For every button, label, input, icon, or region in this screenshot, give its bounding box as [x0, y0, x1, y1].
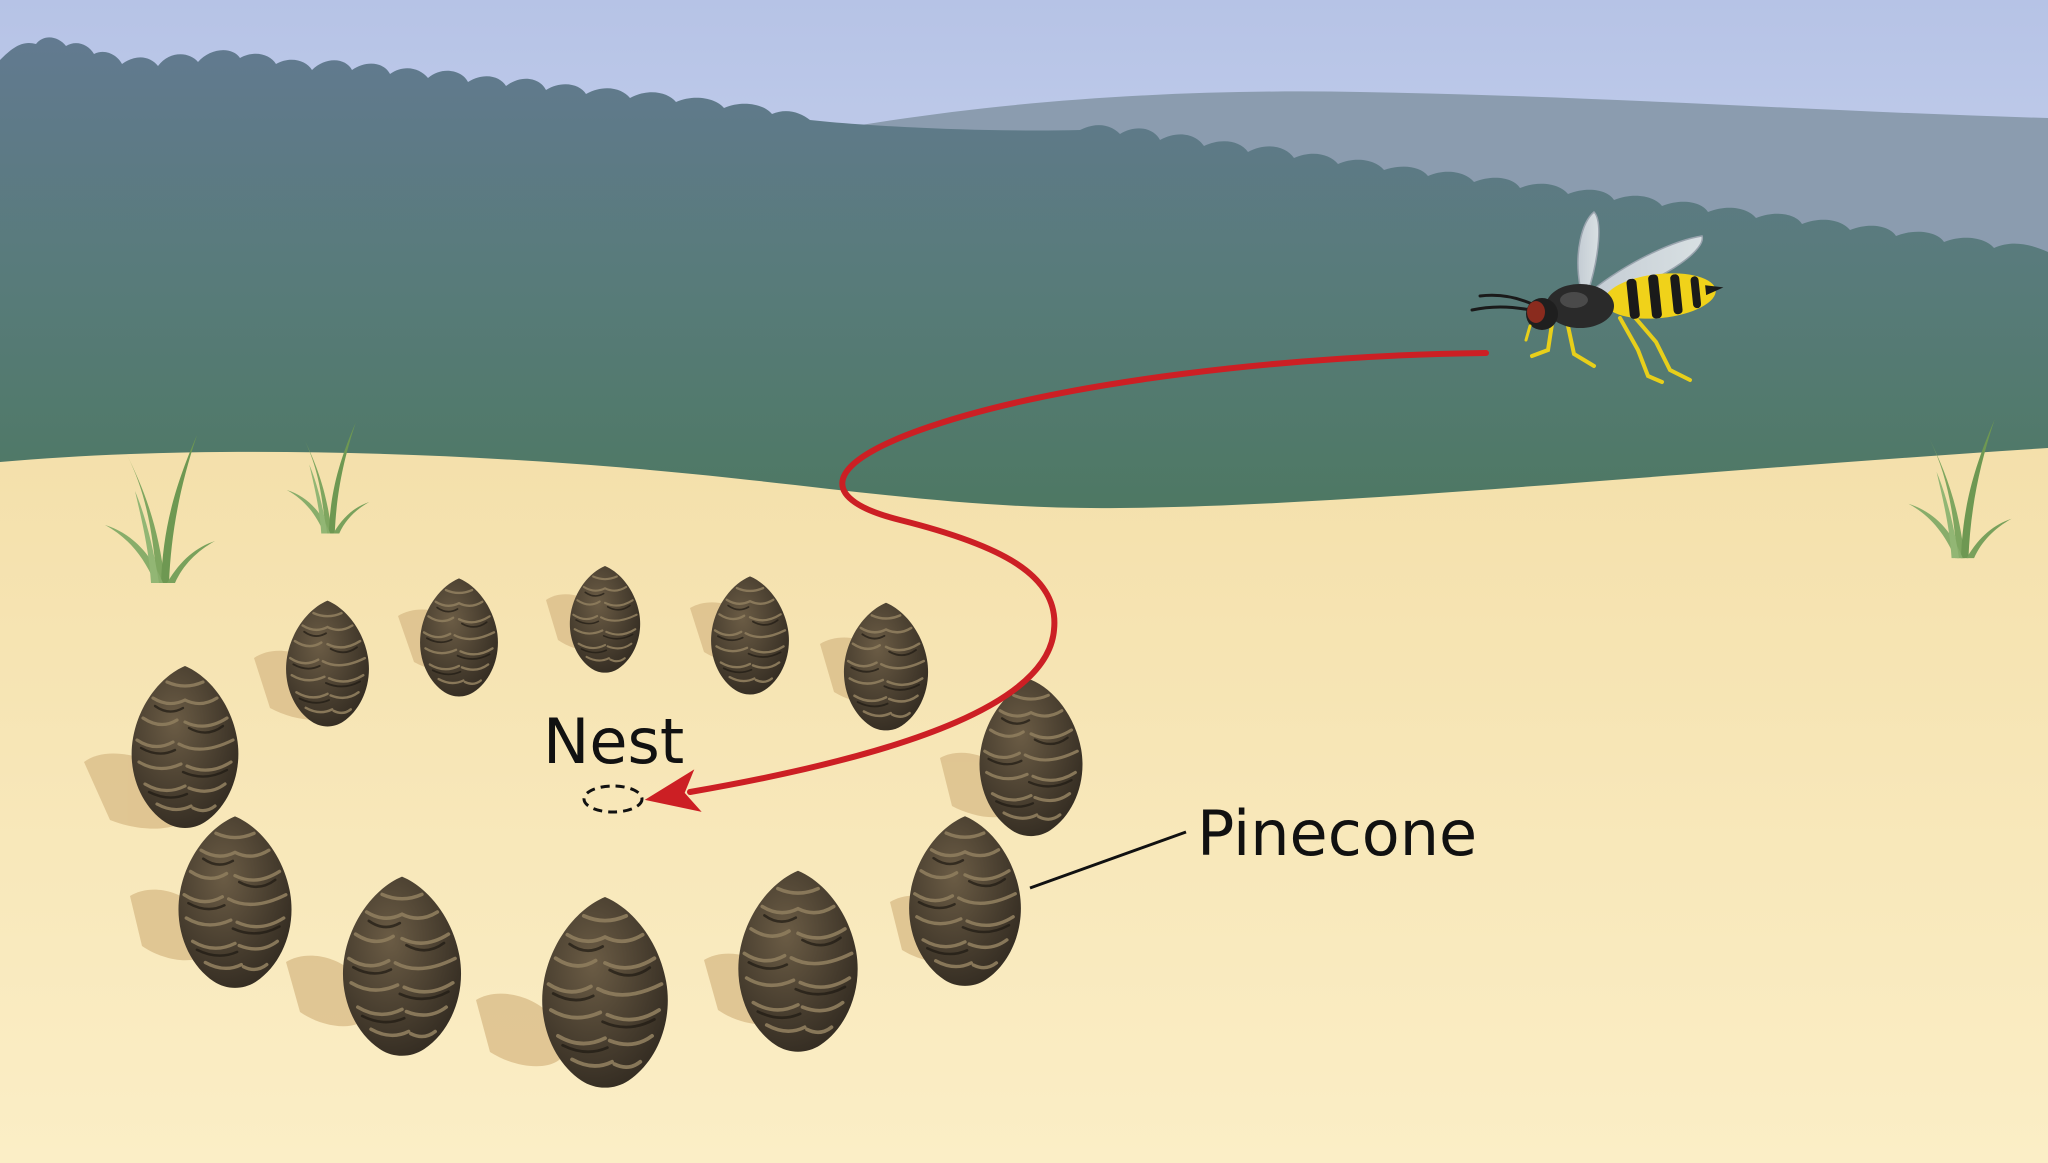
nest-hole-icon — [582, 784, 644, 814]
pinecone-label: Pinecone — [1197, 797, 1478, 870]
forest-treeline — [0, 37, 2048, 521]
nest-label: Nest — [543, 705, 685, 778]
pinecone-leader-line — [1029, 830, 1187, 890]
wasp-icon — [1470, 210, 1724, 384]
flight-path-arrow — [644, 350, 1489, 812]
